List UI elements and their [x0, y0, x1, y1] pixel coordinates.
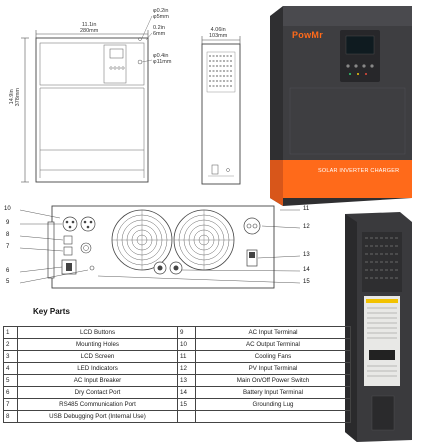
part-number-empty: [177, 410, 196, 423]
hole-diameter-label: φ0.2in φ5mm: [153, 8, 169, 20]
part-number: 7: [3, 398, 18, 411]
callout-9: 9: [6, 220, 10, 226]
part-label-empty: [195, 410, 351, 423]
product-band-text: SOLAR INVERTER CHARGER: [318, 168, 400, 174]
callout-13: 13: [303, 252, 310, 258]
part-number: 2: [3, 338, 18, 351]
part-number: 4: [3, 362, 18, 375]
callout-7: 7: [6, 244, 10, 250]
brand-logo: PowMr: [292, 30, 324, 40]
part-number: 8: [3, 410, 18, 423]
cooling-fan-left: [111, 209, 173, 271]
part-label: AC Input Terminal: [195, 326, 351, 339]
width-dimension-label: 11.1in 280mm: [80, 22, 99, 34]
part-number: 5: [3, 374, 18, 387]
callout-10: 10: [4, 206, 11, 212]
cooling-fan-right: [173, 209, 235, 271]
part-label: LCD Buttons: [17, 326, 178, 339]
part-number: 12: [177, 362, 196, 375]
table-spacer: [351, 387, 420, 399]
part-number: 11: [177, 350, 196, 363]
part-label: Grounding Lug: [195, 398, 351, 411]
part-number: 3: [3, 350, 18, 363]
part-number: 10: [177, 338, 196, 351]
part-label: Cooling Fans: [195, 350, 351, 363]
callout-14: 14: [303, 267, 310, 273]
product-side-photo: [345, 212, 412, 442]
table-spacer: [351, 375, 420, 387]
depth-dimension-label: 4.06in 103mm: [209, 27, 228, 39]
table-spacer: [351, 339, 420, 351]
product-front-photo: [270, 6, 412, 206]
part-number: 14: [177, 386, 196, 399]
part-number: 6: [3, 386, 18, 399]
callout-6: 6: [6, 268, 10, 274]
part-label: AC Output Terminal: [195, 338, 351, 351]
height-dimension-label: 14.9in 378mm: [9, 88, 21, 107]
part-label: RS485 Communication Port: [17, 398, 178, 411]
table-spacer: [351, 411, 420, 423]
part-number: 1: [3, 326, 18, 339]
part-label: Main On/Off Power Switch: [195, 374, 351, 387]
table-spacer: [351, 363, 420, 375]
callout-12: 12: [303, 224, 310, 230]
part-label: USB Debugging Port (Internal Use): [17, 410, 178, 423]
part-label: Dry Contact Port: [17, 386, 178, 399]
large-hole-diameter-label: φ0.4in φ11mm: [153, 53, 172, 65]
part-label: PV Input Terminal: [195, 362, 351, 375]
callout-8: 8: [6, 232, 10, 238]
table-spacer: [351, 351, 420, 363]
part-label: Mounting Holes: [17, 338, 178, 351]
callout-15: 15: [303, 279, 310, 285]
table-spacer: [351, 399, 420, 411]
part-label: LED Indicators: [17, 362, 178, 375]
callout-5: 5: [6, 279, 10, 285]
part-number: 13: [177, 374, 196, 387]
part-label: LCD Screen: [17, 350, 178, 363]
callout-11: 11: [303, 206, 310, 212]
hole-offset-label: 0.2in 6mm: [153, 25, 166, 37]
part-label: Battery Input Terminal: [195, 386, 351, 399]
part-label: AC Input Breaker: [17, 374, 178, 387]
part-number: 9: [177, 326, 196, 339]
table-spacer: [351, 327, 420, 339]
key-parts-title: Key Parts: [33, 307, 70, 316]
part-number: 15: [177, 398, 196, 411]
